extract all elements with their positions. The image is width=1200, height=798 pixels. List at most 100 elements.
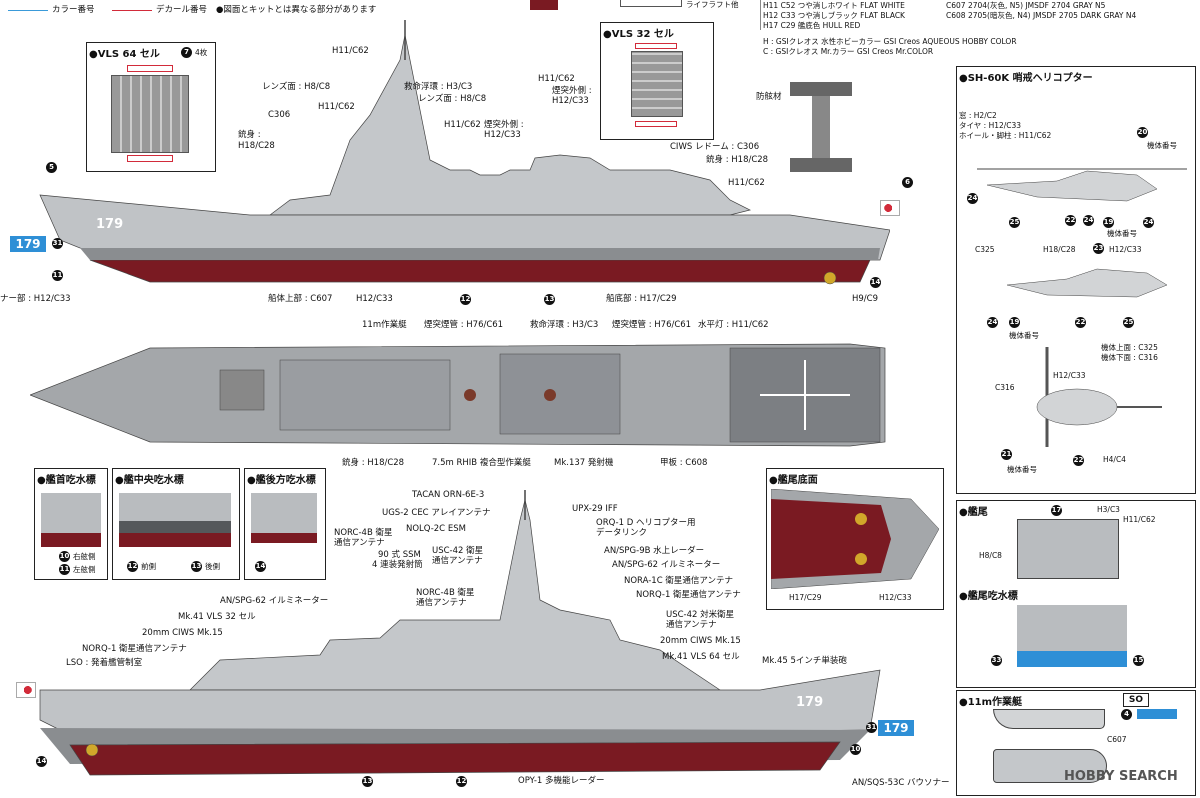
badge-13-mid: 13: [191, 561, 202, 572]
label-gun-barrel-c: H18/C28: [238, 141, 275, 151]
heli-h4c4: H4/C4: [1103, 455, 1126, 464]
badge-31-top: 31: [52, 238, 63, 249]
label-h11c62-a: H11/C62: [318, 102, 355, 112]
badge-25-heli-a: 25: [1009, 217, 1020, 228]
stern-panel: ●艦尾 17 H3/C3 H11/C62 H8/C8 ●艦尾吃水標 33 15: [956, 500, 1196, 688]
label-plan-entotsu: 煙突煙管 : H76/C61: [424, 320, 504, 330]
label-entotsu: 煙突外側 :: [552, 86, 592, 96]
label-orq: ORQ-1 D ヘリコプター用: [596, 518, 696, 528]
heli-wheel: ホイール・脚柱 : H11/C62: [959, 131, 1052, 140]
badge-24-heli-d: 24: [987, 317, 998, 328]
heli-c325: C325: [975, 245, 995, 254]
heli-window: 窓 : H2/C2: [959, 111, 997, 120]
badge-19-heli-b: 19: [1009, 317, 1020, 328]
label-upx: UPX-29 IFF: [572, 504, 618, 514]
heli-title: ●SH-60K 哨戒ヘリコプター: [959, 73, 1093, 84]
boat-decal: [1137, 709, 1177, 719]
stern-bottom-r: H12/C33: [879, 593, 912, 602]
badge-12-top: 12: [460, 294, 471, 305]
label-plan-deck: 甲板 : C608: [660, 458, 708, 468]
vls64-title: ●VLS 64 セル: [89, 49, 160, 60]
label-norc4b2: NORC-4B 衛星: [416, 588, 475, 598]
badge-15-stern: 15: [1133, 655, 1144, 666]
label-ciws: 20mm CIWS Mk.15: [142, 628, 223, 638]
heli-kitai-d: 機体番号: [1007, 465, 1037, 474]
decal-legend-line: [112, 10, 152, 11]
color-legend-label: カラー番号: [52, 5, 95, 15]
label-lens: レンズ面 : H8/C8: [262, 82, 331, 92]
badge-4-boat: 4: [1121, 709, 1132, 720]
heli-h18c28: H18/C28: [1043, 245, 1076, 254]
heli-tire: タイヤ : H12/C33: [959, 121, 1022, 130]
label-ciws2: 20mm CIWS Mk.15: [660, 636, 741, 646]
label-entotsu2-c: H12/C33: [484, 130, 521, 140]
badge-5-top: 5: [46, 162, 57, 173]
badge-10-bow: 10: [59, 551, 70, 562]
plan-view-ship: [30, 343, 886, 447]
decal-179-tag-bottom: 179: [878, 720, 914, 736]
label-ciws: CIWS レドーム : C306: [670, 142, 760, 152]
label-bosho: 防舷材: [756, 92, 782, 102]
heli-kitai-b: 機体番号: [1107, 229, 1137, 238]
vls64-box: ●VLS 64 セル 7 4枚: [86, 42, 216, 172]
badge-22-heli-c: 22: [1073, 455, 1084, 466]
badge-12-bottom: 12: [456, 776, 467, 787]
stern-title: ●艦尾: [959, 507, 988, 518]
label-usc42: USC-42 衛星: [432, 546, 484, 556]
badge-22-heli-a: 22: [1065, 215, 1076, 226]
badge-14-bottom: 14: [36, 756, 47, 767]
draft-box-bow: ●艦首吃水標 10 右舷側 11 左舷側: [34, 468, 108, 580]
legend-note: ●図面とキットとは異なる部分があります: [216, 5, 377, 15]
paint-table-top-swatch: [530, 0, 558, 10]
label-kyumei: 救命浮環 : H3/C3: [404, 82, 473, 92]
label-vls64: Mk.41 VLS 64 セル: [662, 652, 740, 662]
draft-bow-left: 左舷側: [73, 565, 96, 574]
draft-mid-dgrey: [119, 521, 231, 533]
paint-row-h11: H11 C52 つや消しホワイト FLAT WHITE: [763, 1, 905, 10]
badge-24-heli-b: 24: [1083, 215, 1094, 226]
badge-13-bottom: 13: [362, 776, 373, 787]
draft-box-mid: ●艦中央吃水標 12 前側 13 後側: [112, 468, 240, 580]
heli-side-2: [1006, 268, 1168, 298]
decal-179-tag-top: 179: [10, 236, 46, 252]
label-hull-upper: 船体上部 : C607: [268, 294, 333, 304]
hull-number-top: 179: [96, 217, 124, 232]
label-entotsu2: 煙突外側 :: [484, 120, 524, 130]
badge-22-heli-b: 22: [1075, 317, 1086, 328]
label-ssm-b: 4 連装発射筒: [372, 560, 423, 570]
vls32-decal-top: [635, 43, 677, 49]
label-c306: C306: [268, 110, 291, 120]
label-orq2: データリンク: [596, 528, 648, 538]
label-norq1b: NORQ-1 衛星通信アンテナ: [82, 644, 187, 654]
draft-bow-grey: [41, 493, 101, 533]
label-plan-boat: 11m作業艇: [362, 320, 407, 330]
stern-draft-title: ●艦尾吃水標: [959, 591, 1018, 602]
label-sonar-bottom: AN/SQS-53C バウソナー: [852, 778, 950, 788]
label-entotsu-c: H12/C33: [552, 96, 589, 106]
vls64-cells: [111, 75, 189, 153]
draft-bow-red: [41, 533, 101, 547]
draft-aft-grey: [251, 493, 317, 533]
heli-top: [1036, 347, 1162, 447]
stern-h3c3: H3/C3: [1097, 505, 1120, 514]
paint-row-h17: H17 C29 艦底色 HULL RED: [763, 21, 861, 30]
paint-row-c607: C607 2704(灰色, N5) JMSDF 2704 GRAY N5: [946, 1, 1106, 10]
label-gun-barrel2: 銃身 : H18/C28: [706, 155, 769, 165]
draft-mid-red: [119, 533, 231, 547]
boat-title: ●11m作業艇: [959, 697, 1023, 708]
label-plan-gun-barrel: 銃身 : H18/C28: [342, 458, 405, 468]
stern-bottom-drawing: [771, 489, 939, 589]
label-plan-entotsu2: 煙突煙管 : H76/C61: [612, 320, 692, 330]
label-h11c62-c: H11/C62: [538, 74, 575, 84]
top-side-ship: [39, 20, 890, 285]
label-spg62b: AN/SPG-62 イルミネーター: [220, 596, 329, 606]
heli-kitai-a: 機体番号: [1147, 141, 1177, 150]
vls32-decal-bottom: [635, 121, 677, 127]
label-nora: NORA-1C 衛星通信アンテナ: [624, 576, 734, 586]
vls64-decal-bottom: [127, 155, 173, 162]
label-vls32: Mk.41 VLS 32 セル: [178, 612, 256, 622]
label-mast-h11c62: H11/C62: [332, 46, 369, 56]
label-ugs: UGS-2 CEC アレイアンテナ: [382, 508, 491, 518]
gsi-c-note: C : GSIクレオス Mr.カラー GSI Creos Mr.COLOR: [763, 47, 934, 56]
paint-table-top-row: ライフラフト他: [686, 0, 739, 9]
